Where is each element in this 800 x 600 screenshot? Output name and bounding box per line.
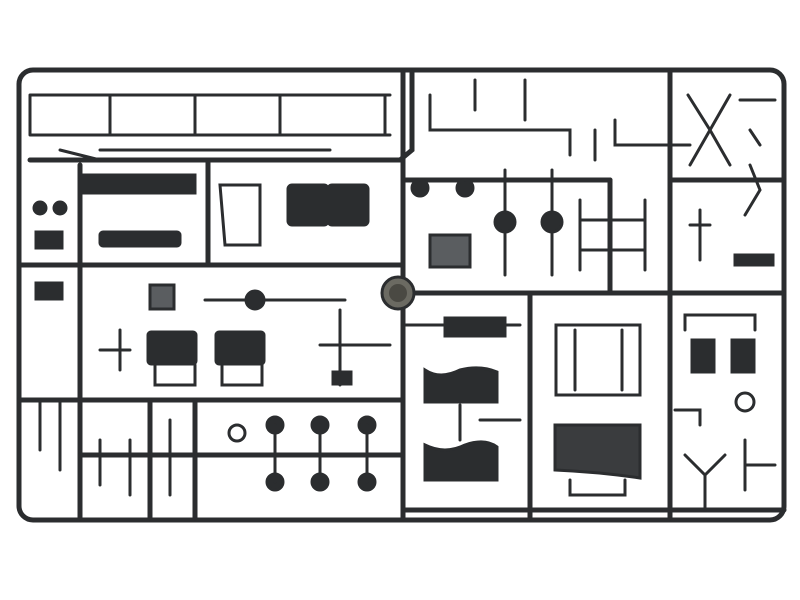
sprue-hub	[380, 275, 416, 311]
round-parts	[227, 415, 377, 492]
sprue-parts	[28, 78, 777, 512]
